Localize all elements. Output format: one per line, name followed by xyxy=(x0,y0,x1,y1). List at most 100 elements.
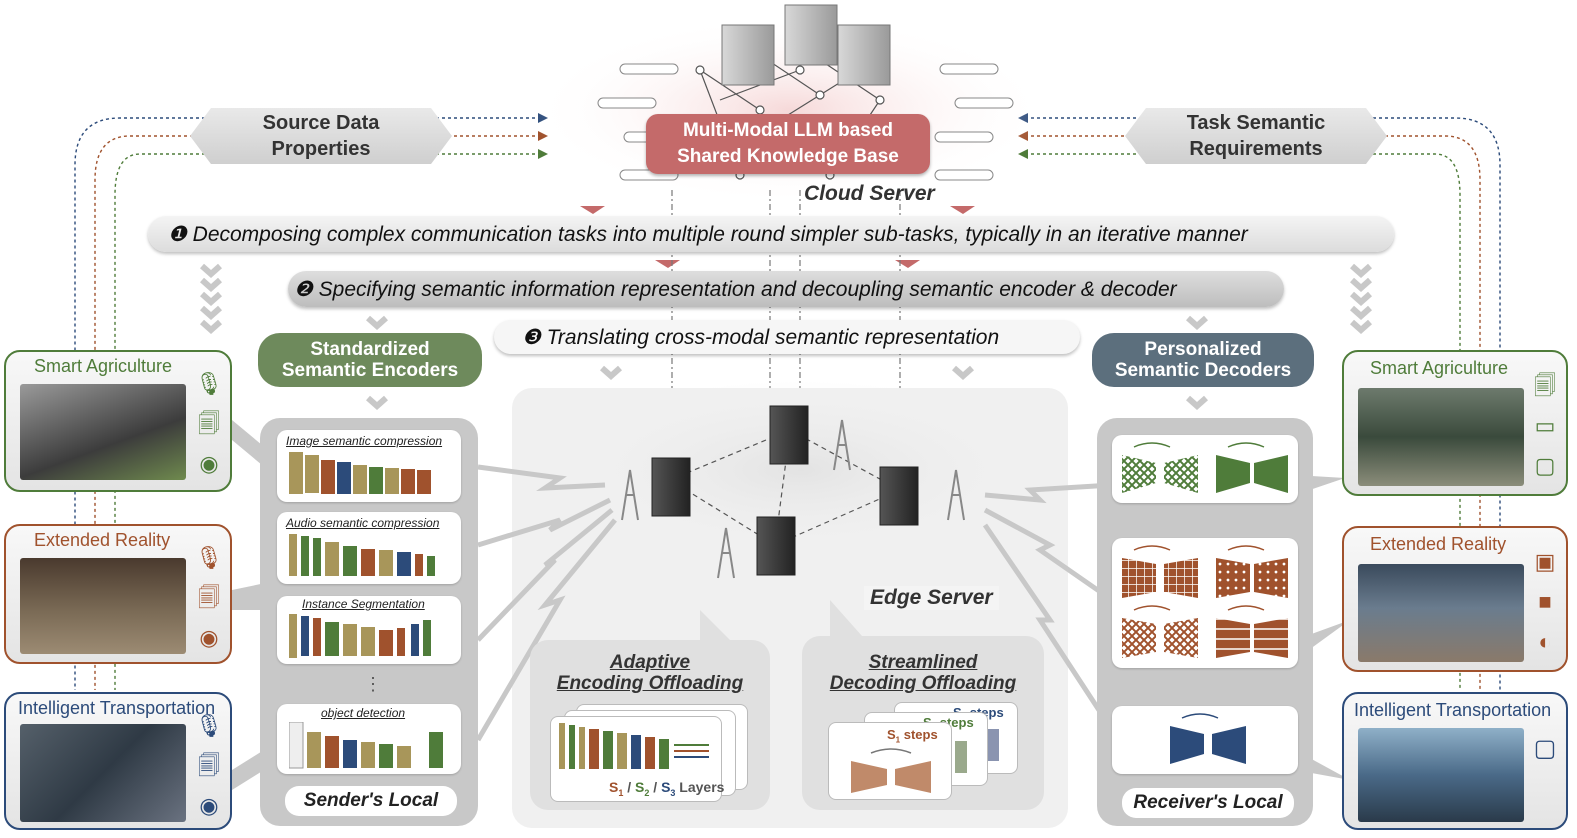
dotted-loop-lines xyxy=(74,117,1501,690)
right-panel-smart-agriculture: Smart Agriculture 🗐 ▭ ▢ xyxy=(1342,350,1568,496)
encoder-label-audio: Audio semantic compression xyxy=(286,516,440,530)
step-card-s1: S1 steps xyxy=(828,722,952,800)
documents-icon: 🗐 xyxy=(1534,373,1556,398)
left-transport-icons: 🎙 🗐 ◉ xyxy=(194,706,224,826)
step3-banner: ❸ Translating cross-modal semantic repre… xyxy=(494,320,1080,354)
streamlined-decoding-box: Streamlined Decoding Offloading S3 steps… xyxy=(802,636,1044,810)
adaptive-title-line1: Adaptive xyxy=(609,652,691,673)
decoder-card-green xyxy=(1112,435,1298,503)
left-panel-intelligent-transportation: Intelligent Transportation 🎙 🗐 ◉ xyxy=(4,692,232,830)
step2-banner: ❷ Specifying semantic information repres… xyxy=(288,271,1284,307)
edge-server-label: Edge Server xyxy=(864,586,999,610)
encoder-label-segmentation: Instance Segmentation xyxy=(302,597,425,611)
encoder-label-image: Image semantic compression xyxy=(286,434,443,448)
encoder-layers-icon xyxy=(559,723,709,769)
encoder-layers-icon xyxy=(289,534,435,576)
vr-headset-icon: ◐ xyxy=(1538,629,1552,654)
microphone-icon: 🎙 xyxy=(195,713,223,738)
senders-local-label: Sender's Local xyxy=(285,786,457,816)
task-semantic-line1: Task Semantic xyxy=(1186,112,1326,134)
kb-line2: Shared Knowledge Base xyxy=(677,146,899,167)
documents-icon: 🗐 xyxy=(198,585,220,610)
encoder-card-detection: object detection xyxy=(277,704,461,774)
webcam-icon: ◉ xyxy=(199,793,219,818)
right-app-label-agriculture: Smart Agriculture xyxy=(1370,358,1509,378)
right-app-label-xr: Extended Reality xyxy=(1370,534,1507,554)
source-data-properties: Source Data Properties xyxy=(190,108,452,164)
antenna-tower-icons xyxy=(621,419,965,579)
microphone-icon: 🎙 xyxy=(195,371,223,396)
encoders-title-line2: Semantic Encoders xyxy=(281,360,459,381)
left-panel-extended-reality: Extended Reality 🎙 🗐 ◉ xyxy=(4,524,232,664)
decoder-card-brown xyxy=(1112,538,1298,668)
decoder-icons xyxy=(1122,545,1288,658)
decoder-card-navy xyxy=(1112,706,1298,774)
decoders-title-line1: Personalized xyxy=(1144,339,1262,360)
source-data-line2: Properties xyxy=(271,138,371,160)
cloud-bars xyxy=(597,63,1014,181)
left-app-label-transport: Intelligent Transportation xyxy=(18,698,216,718)
video-camera-icon: ■ xyxy=(1538,589,1552,614)
cloud-server-label: Cloud Server xyxy=(804,182,935,205)
streamlined-title-line1: Streamlined xyxy=(868,652,978,673)
agriculture-image xyxy=(20,384,186,480)
step1-banner: ❶ Decomposing complex communication task… xyxy=(148,216,1394,252)
kb-line1: Multi-Modal LLM based xyxy=(682,120,894,141)
monitor-icon: ▢ xyxy=(1534,453,1556,478)
step2-text: ❷ Specifying semantic information repres… xyxy=(294,277,1177,301)
decoder-icon xyxy=(851,748,931,793)
task-semantic-line2: Requirements xyxy=(1189,138,1323,160)
cloud-server-icon xyxy=(721,4,891,86)
left-app-label-xr: Extended Reality xyxy=(34,530,171,550)
adaptive-encoding-box: Adaptive Encoding Offloading S1 / S2 / S… xyxy=(530,640,770,810)
xr-image xyxy=(20,558,186,654)
layers-caption: S1 / S2 / S3 Layers xyxy=(609,779,725,798)
adaptive-title-line2: Encoding Offloading xyxy=(556,673,744,694)
encoder-layers-icon xyxy=(289,452,431,494)
task-semantic-requirements: Task Semantic Requirements xyxy=(1125,108,1387,164)
decoder-icons xyxy=(1122,442,1288,493)
encoder-label-detection: object detection xyxy=(321,706,406,720)
left-agri-icons: 🎙 🗐 ◉ xyxy=(194,364,224,484)
right-transport-icons: ▢ xyxy=(1528,734,1562,763)
webcam-icon: ◉ xyxy=(199,451,219,476)
right-panel-extended-reality: Extended Reality ▣ ■ ◐ xyxy=(1342,526,1568,672)
step1-text: ❶ Decomposing complex communication task… xyxy=(168,222,1248,246)
encoder-layers-icon xyxy=(289,722,443,769)
documents-icon: 🗐 xyxy=(198,411,220,436)
encoders-title-line1: Standardized xyxy=(310,339,430,360)
left-xr-icons: 🎙 🗐 ◉ xyxy=(194,538,224,658)
gray-chevron-stack xyxy=(200,263,1372,411)
xr-room-image xyxy=(1358,564,1524,662)
streamlined-bubble-pointer xyxy=(830,600,870,645)
microphone-icon: 🎙 xyxy=(195,545,223,570)
chevron-down-icons xyxy=(580,206,975,268)
adaptive-layer-card: S1 / S2 / S3 Layers xyxy=(550,716,725,802)
transport-image xyxy=(20,724,186,822)
decoders-title-line2: Semantic Decoders xyxy=(1114,360,1292,381)
encoder-layers-icon xyxy=(289,614,431,658)
decoder-icons xyxy=(1170,713,1246,764)
highway-image xyxy=(1358,728,1524,822)
source-data-line1: Source Data xyxy=(262,112,380,134)
documents-icon: 🗐 xyxy=(198,753,220,778)
receivers-local-text: Receiver's Local xyxy=(1133,792,1283,813)
wireless-links xyxy=(475,464,1115,742)
encoder-card-audio: Audio semantic compression xyxy=(277,512,461,584)
left-app-label-agriculture: Smart Agriculture xyxy=(34,356,173,376)
speaker-icon: ▣ xyxy=(1534,549,1556,574)
right-xr-icons: ▣ ■ ◐ xyxy=(1528,542,1562,662)
printer-icon: ▭ xyxy=(1534,413,1556,438)
edge-rack-icons xyxy=(651,405,919,576)
streamlined-title-line2: Decoding Offloading xyxy=(829,673,1017,694)
right-agri-icons: 🗐 ▭ ▢ xyxy=(1528,366,1562,486)
decoders-title: Personalized Semantic Decoders xyxy=(1092,333,1314,387)
encoders-title: Standardized Semantic Encoders xyxy=(258,333,482,387)
right-panel-intelligent-transportation: Intelligent Transportation ▢ xyxy=(1342,692,1568,830)
receivers-local-label: Receiver's Local xyxy=(1122,788,1294,818)
agriculture-room-image xyxy=(1358,388,1524,486)
monitor-icon: ▢ xyxy=(1533,735,1557,762)
knowledge-base-box: Multi-Modal LLM based Shared Knowledge B… xyxy=(646,114,930,174)
encoder-card-segmentation: Instance Segmentation xyxy=(277,596,461,664)
step3-text: ❸ Translating cross-modal semantic repre… xyxy=(522,325,1000,349)
